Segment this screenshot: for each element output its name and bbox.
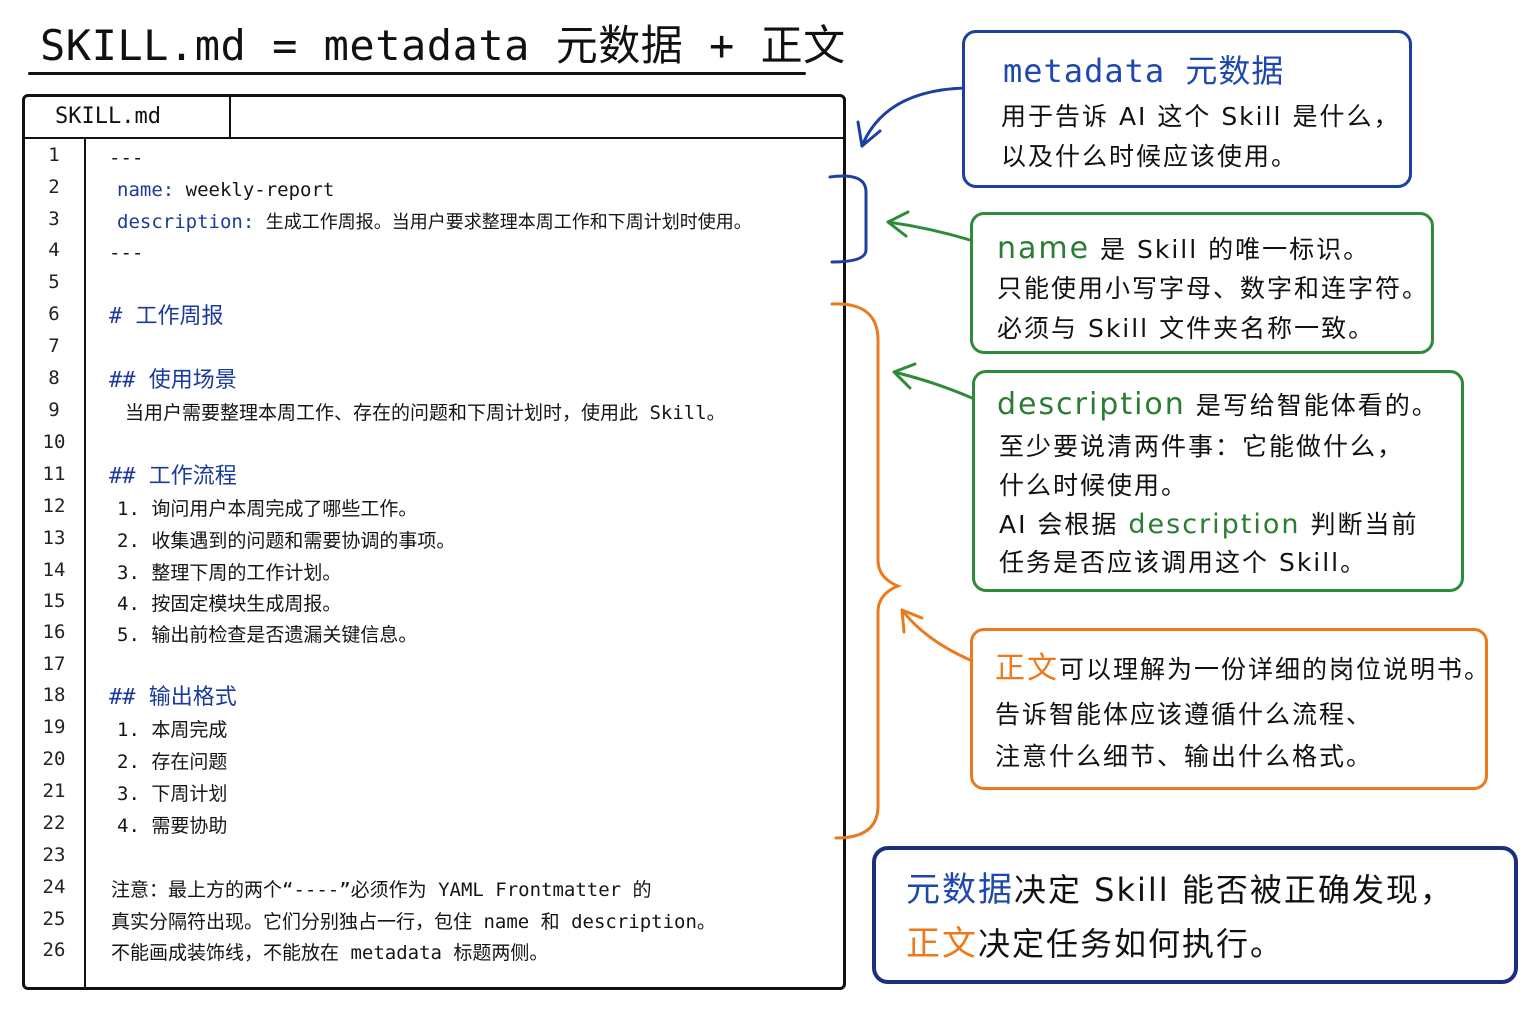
body-card-line: 注意什么细节、输出什么格式。	[995, 742, 1374, 771]
line-number: 14	[42, 559, 66, 581]
line-number: 16	[42, 621, 66, 643]
name-arrowhead	[886, 210, 910, 238]
line-number: 21	[42, 780, 66, 802]
line-number: 11	[42, 463, 66, 485]
name-card-line: name 是 Skill 的唯一标识。	[997, 231, 1370, 267]
code-line-4: ---	[109, 242, 144, 264]
code-line-25: 真实分隔符出现。它们分别独占一行，包住 name 和 description。	[111, 911, 716, 933]
code-line-21: 3. 下周计划	[117, 783, 228, 805]
line-number: 4	[48, 239, 60, 261]
description-term: description	[997, 387, 1186, 422]
editor-tab-bar: SKILL.md	[25, 97, 843, 139]
code-line-20: 2. 存在问题	[117, 751, 228, 773]
line-number: 1	[48, 144, 60, 166]
name-card-text: 是 Skill 的唯一标识。	[1100, 235, 1371, 264]
line-number: 13	[42, 527, 66, 549]
code-line-9: 当用户需要整理本周工作、存在的问题和下周计划时，使用此 Skill。	[125, 402, 726, 424]
body-term: 正文	[995, 651, 1059, 686]
code-line-12: 1. 询问用户本周完成了哪些工作。	[117, 498, 418, 520]
yaml-value-description: 生成工作周报。当用户要求整理本周工作和下周计划时使用。	[265, 212, 752, 233]
body-card-text: 可以理解为一份详细的岗位说明书。	[1059, 655, 1492, 684]
summary-term-metadata: 元数据	[906, 870, 1014, 910]
line-number: 10	[42, 431, 66, 453]
code-line-16: 5. 输出前检查是否遗漏关键信息。	[117, 624, 418, 646]
body-arrow	[900, 608, 972, 662]
code-line-19: 1. 本周完成	[117, 719, 228, 741]
metadata-card-line: 用于告诉 AI 这个 Skill 是什么，	[1001, 102, 1401, 131]
code-editor: SKILL.md 1 2 3 4 5 6 7 8 9 10 11 12 13 1…	[22, 94, 846, 990]
code-line-22: 4. 需要协助	[117, 815, 228, 837]
code-line-24: 注意：最上方的两个“----”必须作为 YAML Frontmatter 的	[111, 879, 652, 901]
description-card-text: 判断当前	[1310, 510, 1419, 539]
name-term: name	[997, 231, 1091, 266]
name-card-line: 必须与 Skill 文件夹名称一致。	[997, 314, 1376, 343]
metadata-card-line: 以及什么时候应该使用。	[1001, 142, 1299, 171]
description-card-line: AI 会根据 description 判断当前	[999, 507, 1418, 543]
description-card-line: 什么时候使用。	[999, 471, 1189, 500]
description-arrowhead	[892, 362, 917, 390]
title-underline	[28, 72, 806, 75]
code-line-3: description: 生成工作周报。当用户要求整理本周工作和下周计划时使用。	[117, 209, 752, 235]
yaml-key-name: name:	[117, 179, 175, 201]
summary-line: 正文决定任务如何执行。	[906, 922, 1284, 966]
metadata-card-heading: metadata 元数据	[1003, 52, 1285, 90]
line-number: 22	[42, 812, 66, 834]
metadata-arrow	[860, 86, 968, 148]
description-card-line: 任务是否应该调用这个 Skill。	[999, 548, 1368, 577]
code-line-18-heading: ## 输出格式	[109, 685, 237, 710]
code-line-2: name: weekly-report	[117, 177, 334, 203]
description-card-text: 是写给智能体看的。	[1195, 391, 1439, 420]
tab-skill-md[interactable]: SKILL.md	[25, 97, 231, 137]
line-number: 26	[42, 939, 66, 961]
line-number: 12	[42, 495, 66, 517]
line-number: 15	[42, 590, 66, 612]
body-arrowhead	[900, 608, 924, 634]
summary-term-body: 正文	[906, 924, 978, 964]
line-number: 25	[42, 908, 66, 930]
line-number: 9	[48, 399, 60, 421]
summary-text: 决定任务如何执行。	[978, 925, 1285, 963]
line-number: 19	[42, 716, 66, 738]
line-number: 3	[48, 208, 60, 230]
description-arrow	[892, 370, 974, 400]
body-card-line: 正文可以理解为一份详细的岗位说明书。	[995, 651, 1491, 687]
summary-card: 元数据决定 Skill 能否被正确发现， 正文决定任务如何执行。	[872, 846, 1518, 984]
line-number-gutter: 1 2 3 4 5 6 7 8 9 10 11 12 13 14 15 16 1…	[25, 139, 86, 987]
description-card-line: description 是写给智能体看的。	[997, 387, 1439, 423]
line-number: 2	[48, 176, 60, 198]
metadata-arrowhead	[856, 120, 882, 148]
code-line-6-heading: # 工作周报	[109, 304, 224, 329]
line-number: 20	[42, 748, 66, 770]
line-number: 18	[42, 684, 66, 706]
yaml-key-description: description:	[117, 211, 255, 233]
code-line-8-heading: ## 使用场景	[109, 368, 237, 393]
code-line-26: 不能画成装饰线，不能放在 metadata 标题两侧。	[111, 942, 549, 964]
body-card: 正文可以理解为一份详细的岗位说明书。 告诉智能体应该遵循什么流程、 注意什么细节…	[970, 628, 1491, 790]
code-line-11-heading: ## 工作流程	[109, 464, 237, 489]
line-number: 24	[42, 876, 66, 898]
summary-text: 决定 Skill 能否被正确发现，	[1014, 871, 1454, 909]
description-card: description 是写给智能体看的。 至少要说清两件事：它能做什么， 什么…	[972, 370, 1464, 592]
description-card-text: AI 会根据	[999, 510, 1119, 539]
body-card-line: 告诉智能体应该遵循什么流程、	[995, 700, 1374, 729]
name-card: name 是 Skill 的唯一标识。 只能使用小写字母、数字和连字符。 必须与…	[970, 212, 1434, 354]
name-card-line: 只能使用小写字母、数字和连字符。	[997, 274, 1430, 303]
page-title: SKILL.md = metadata 元数据 + 正文	[40, 21, 846, 70]
code-line-14: 3. 整理下周的工作计划。	[117, 562, 342, 584]
line-number: 6	[48, 303, 60, 325]
description-term-inline: description	[1128, 509, 1301, 540]
line-number: 8	[48, 367, 60, 389]
code-line-1: ---	[109, 147, 144, 169]
line-number: 23	[42, 844, 66, 866]
name-arrow	[886, 220, 972, 242]
description-card-line: 至少要说清两件事：它能做什么，	[999, 432, 1405, 461]
line-number: 5	[48, 271, 60, 293]
code-line-15: 4. 按固定模块生成周报。	[117, 593, 342, 615]
summary-line: 元数据决定 Skill 能否被正确发现，	[906, 868, 1454, 912]
line-number: 7	[48, 335, 60, 357]
code-line-13: 2. 收集遇到的问题和需要协调的事项。	[117, 530, 456, 552]
metadata-card: metadata 元数据 用于告诉 AI 这个 Skill 是什么， 以及什么时…	[962, 30, 1412, 188]
yaml-value-name: weekly-report	[185, 179, 335, 201]
line-number: 17	[42, 653, 66, 675]
